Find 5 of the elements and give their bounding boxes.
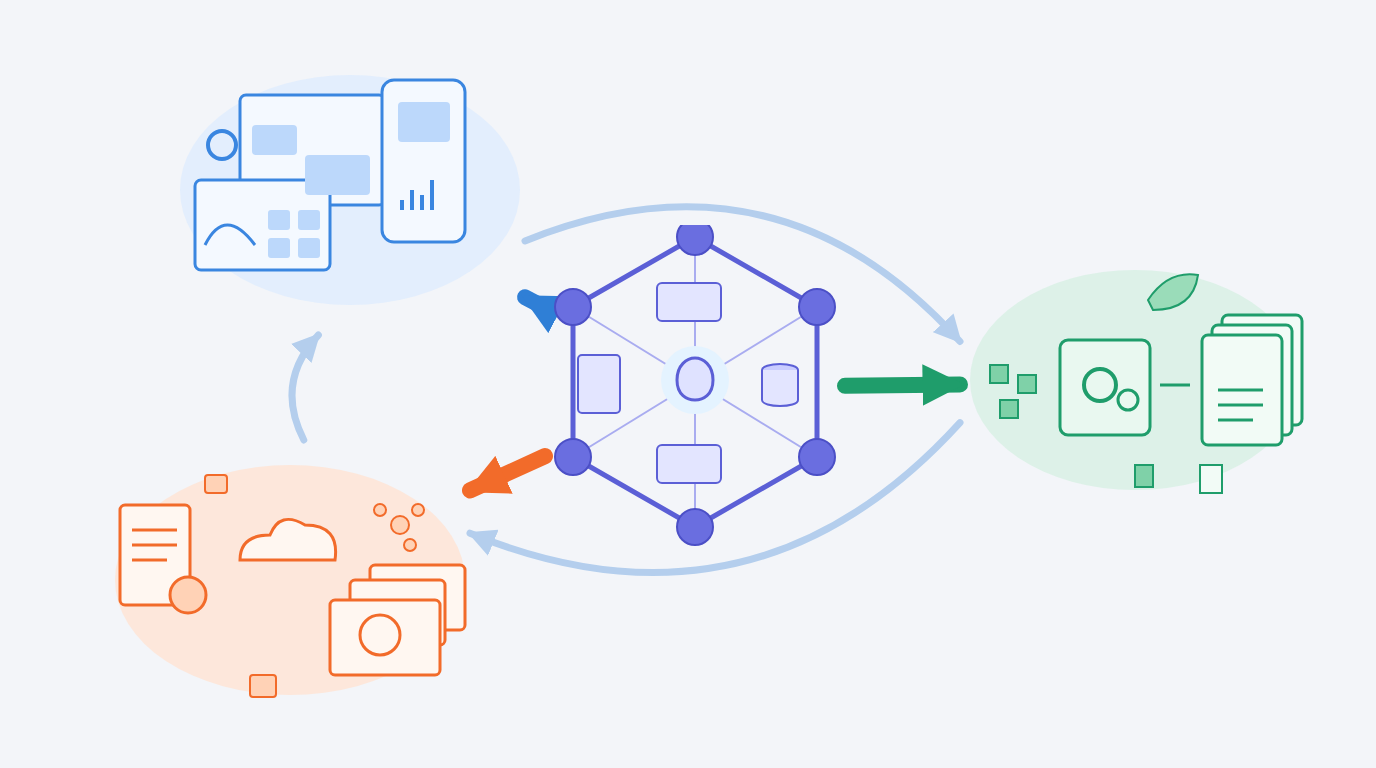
flow-arrow [462, 448, 553, 499]
flow-arrow [837, 364, 968, 406]
cycle-arrow [288, 331, 322, 444]
cycle-arrow [466, 419, 964, 577]
cycle-arrow [521, 203, 964, 345]
